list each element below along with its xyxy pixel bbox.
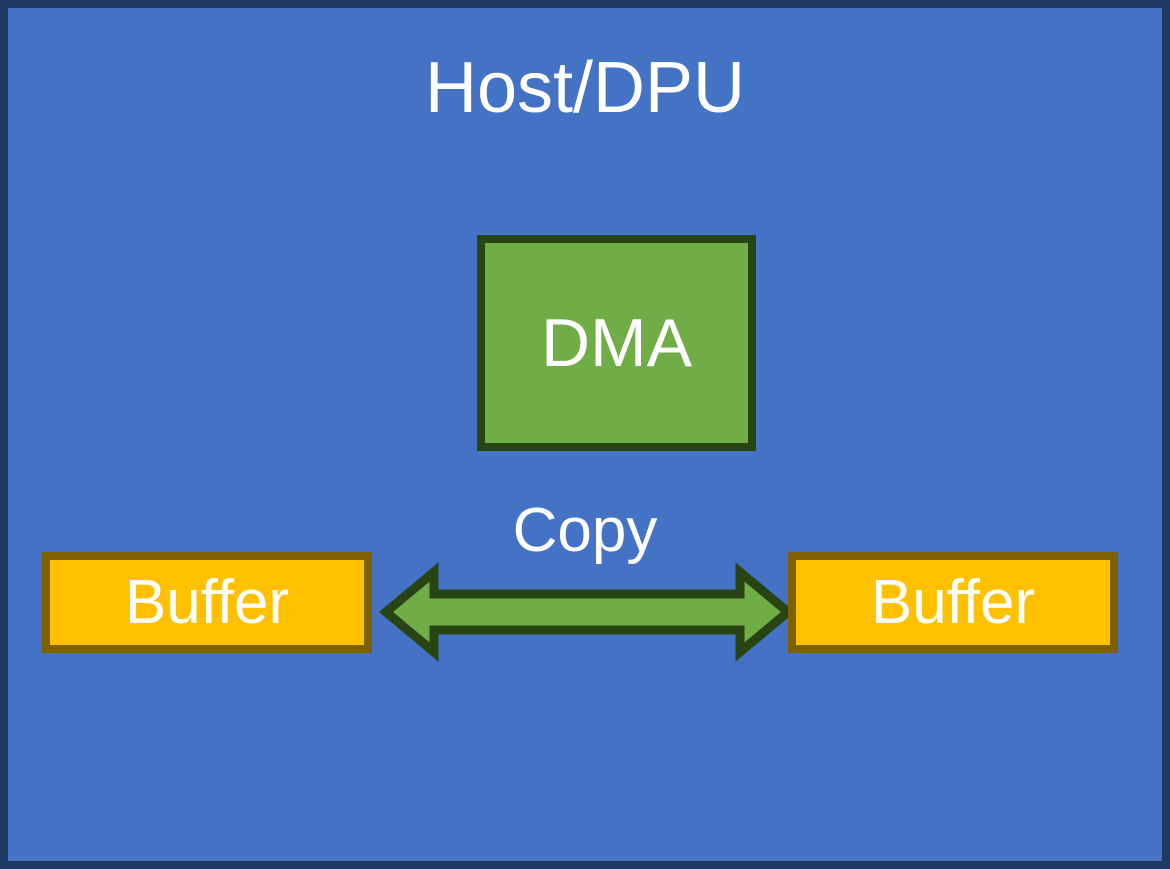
buffer-right-node: Buffer bbox=[788, 552, 1118, 653]
buffer-left-label: Buffer bbox=[124, 567, 290, 637]
copy-edge-label: Copy bbox=[512, 496, 658, 565]
buffer-right-label: Buffer bbox=[870, 567, 1036, 637]
page-title: Host/DPU bbox=[424, 48, 746, 128]
buffer-left-node: Buffer bbox=[42, 552, 372, 653]
dma-node: DMA bbox=[477, 235, 756, 451]
copy-bidirectional-arrow-icon bbox=[378, 562, 796, 662]
dma-node-label: DMA bbox=[540, 305, 693, 381]
host-dpu-panel: Host/DPU DMA Copy Buffer Buffer bbox=[8, 8, 1162, 861]
